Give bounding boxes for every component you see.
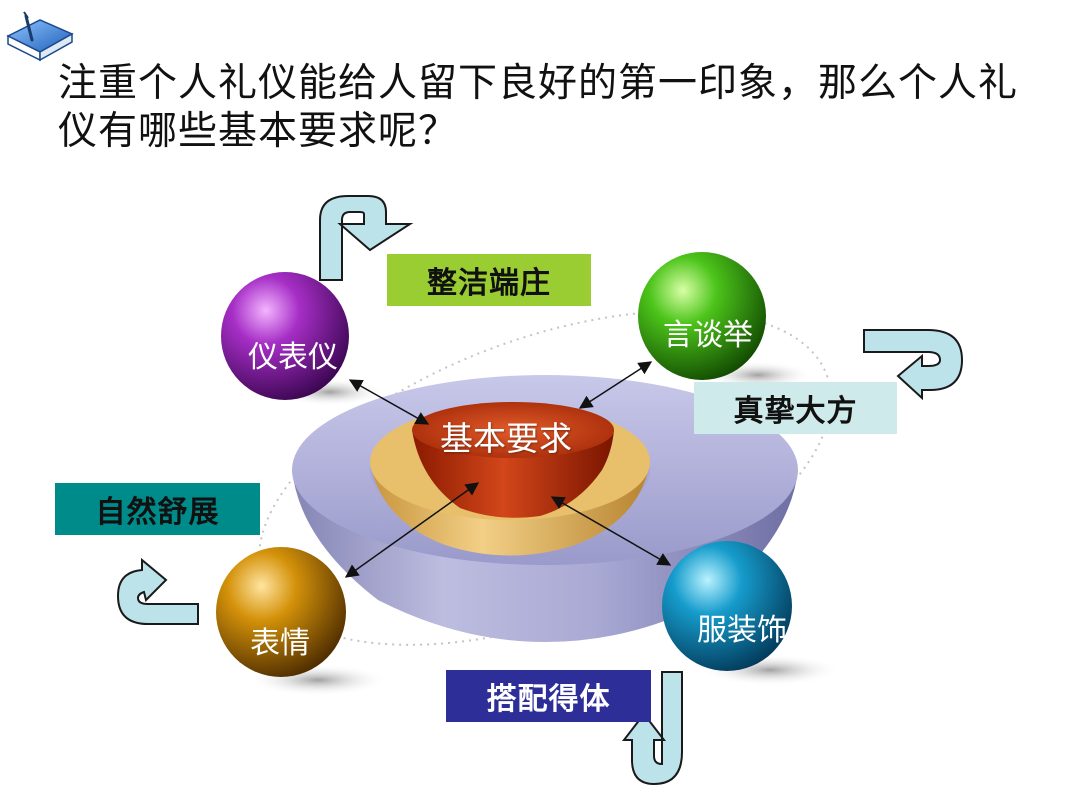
curved-arrow-left [116,557,199,625]
curved-arrow-top [319,195,414,281]
curved-arrow-bottom [621,671,683,786]
book-icon [6,11,74,62]
curved-arrow-right [863,329,964,401]
sphere-label-biaoqing: 表情 [250,626,310,661]
sphere-label-yibiao: 仪表仪 [248,340,338,375]
sphere-yantan [638,252,766,380]
box-zhengjie: 整洁端庄 [387,254,591,306]
arrow-line [578,361,653,409]
arrow-line [344,482,480,578]
box-dapei: 搭配得体 [446,670,651,722]
box-ziran: 自然舒展 [55,483,260,535]
sphere-biaoqing [216,547,346,677]
orbit-ellipse [258,310,832,646]
center-label: 基本要求 [440,419,572,458]
sphere-label-yantan: 言谈举 [663,318,753,353]
sphere-label-fuzhuang: 服装饰 [697,613,787,648]
box-zhenzhi: 真挚大方 [694,382,897,434]
sphere-fuzhuang [662,541,792,671]
question-text: 注重个人礼仪能给人留下良好的第一印象，那么个人礼仪有哪些基本要求呢？ [58,61,1019,154]
sphere-yibiao [221,272,349,400]
arrow-line [348,379,430,425]
arrow-line [550,496,672,566]
